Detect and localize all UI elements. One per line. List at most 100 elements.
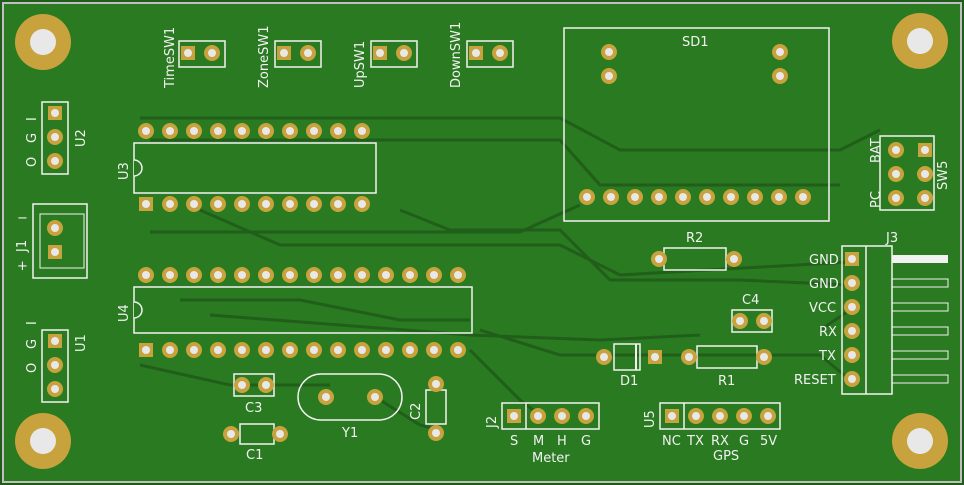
resistor-r2: R2 xyxy=(651,231,742,271)
zone-switch: ZoneSW1 xyxy=(257,26,322,88)
j3-pin-label-4: RX xyxy=(819,325,837,340)
u5-gps-label: GPS xyxy=(713,449,739,464)
sd-pin xyxy=(603,189,619,205)
time-switch: TimeSW1 xyxy=(163,27,226,89)
up-switch: UpSW1 xyxy=(353,40,418,88)
u4-pin xyxy=(306,342,322,358)
j2-label: J2 xyxy=(485,416,500,429)
u2-pin-label-1: I xyxy=(25,117,40,121)
u4-pin xyxy=(139,343,153,357)
u2-pin-label-2: G xyxy=(25,133,40,143)
sd-card-module: SD1 xyxy=(563,27,830,222)
u3-pin xyxy=(234,123,250,139)
u3-pin xyxy=(138,123,154,139)
u4-pin xyxy=(162,267,178,283)
j3-pin-label-6: RESET xyxy=(794,373,836,388)
u4-pin xyxy=(234,267,250,283)
sd-pin xyxy=(771,189,787,205)
header-j3: J3 GND GND VCC RX TX RESET xyxy=(794,231,949,395)
j1-label: J1 xyxy=(15,240,30,253)
u1-pin-label-3: O xyxy=(25,363,40,373)
crystal-y1: Y1 xyxy=(297,373,403,441)
u3-pin xyxy=(210,196,226,212)
u4-pin xyxy=(450,342,466,358)
time-switch-label: TimeSW1 xyxy=(163,27,178,89)
u5-pin-label-2: TX xyxy=(686,434,704,449)
mounting-hole-br xyxy=(892,413,948,469)
u5-pin-label-1: NC xyxy=(662,434,681,449)
j1-minus-label: − xyxy=(17,211,28,226)
c3-label: C3 xyxy=(245,401,262,416)
u4-pin xyxy=(402,267,418,283)
c1-label: C1 xyxy=(246,448,263,463)
capacitor-c4: C4 xyxy=(731,293,773,333)
j1-plus-label: + xyxy=(17,259,28,274)
down-switch: DownSW1 xyxy=(449,22,514,88)
u4-pin xyxy=(234,342,250,358)
u4-pin xyxy=(426,267,442,283)
resistor-r1: R1 xyxy=(681,345,772,389)
u4-pin xyxy=(378,267,394,283)
down-switch-label: DownSW1 xyxy=(449,22,464,88)
u4-pin xyxy=(426,342,442,358)
u3-pin xyxy=(282,196,298,212)
u4-pin xyxy=(162,342,178,358)
j3-pin-label-2: GND xyxy=(809,277,839,292)
j3-pin-label-1: GND xyxy=(809,253,839,268)
sd-pin xyxy=(627,189,643,205)
sd-card-label: SD1 xyxy=(682,35,709,50)
u2-label: U2 xyxy=(74,129,89,147)
u3-pin xyxy=(258,196,274,212)
regulator-u1: I G O U1 xyxy=(25,321,89,403)
u5-pin-label-4: G xyxy=(739,434,749,449)
u3-pin xyxy=(306,196,322,212)
j3-pin-label-3: VCC xyxy=(809,301,836,316)
u4-pin xyxy=(210,342,226,358)
u1-label: U1 xyxy=(74,334,89,352)
u5-pin-label-5: 5V xyxy=(760,434,777,449)
u4-pin xyxy=(138,267,154,283)
u3-label: U3 xyxy=(117,162,132,180)
mounting-hole-tr xyxy=(892,13,948,69)
j3-pin-label-5: TX xyxy=(818,349,836,364)
u4-pin xyxy=(330,342,346,358)
u3-pin xyxy=(330,123,346,139)
switch-sw5: BAT PC SW5 xyxy=(869,135,951,211)
mounting-hole-tl xyxy=(15,14,71,70)
c4-label: C4 xyxy=(742,293,759,308)
u1-pin-label-1: I xyxy=(25,321,40,325)
u4-pin xyxy=(402,342,418,358)
u4-pin xyxy=(186,342,202,358)
sd-pin xyxy=(795,189,811,205)
mounting-hole-bl xyxy=(15,413,71,469)
j2-meter-label: Meter xyxy=(532,451,570,466)
j2-pin-label-2: M xyxy=(533,434,544,449)
u4-pin xyxy=(306,267,322,283)
u3-pin xyxy=(282,123,298,139)
ic-u3: U3 xyxy=(117,123,377,212)
u4-pin xyxy=(210,267,226,283)
regulator-u2: I G O U2 xyxy=(25,101,89,175)
u3-pin xyxy=(330,196,346,212)
u3-pin xyxy=(210,123,226,139)
u4-pin xyxy=(378,342,394,358)
sd-pin xyxy=(747,189,763,205)
meter-connector-j2: J2 S M H G Meter xyxy=(485,402,600,466)
u5-label: U5 xyxy=(643,410,658,428)
u4-pin xyxy=(354,267,370,283)
u3-pin xyxy=(186,196,202,212)
u3-pin xyxy=(162,196,178,212)
u3-pin xyxy=(258,123,274,139)
capacitor-c3: C3 xyxy=(233,373,275,416)
sw5-label: SW5 xyxy=(936,161,951,190)
sd-pin xyxy=(675,189,691,205)
capacitor-c1: C1 xyxy=(223,423,288,463)
y1-label: Y1 xyxy=(341,426,358,441)
sw5-pc-label: PC xyxy=(869,191,884,208)
u4-pin xyxy=(258,267,274,283)
u3-pin xyxy=(354,123,370,139)
u3-pin xyxy=(139,197,153,211)
capacitor-c2: C2 xyxy=(409,376,447,441)
